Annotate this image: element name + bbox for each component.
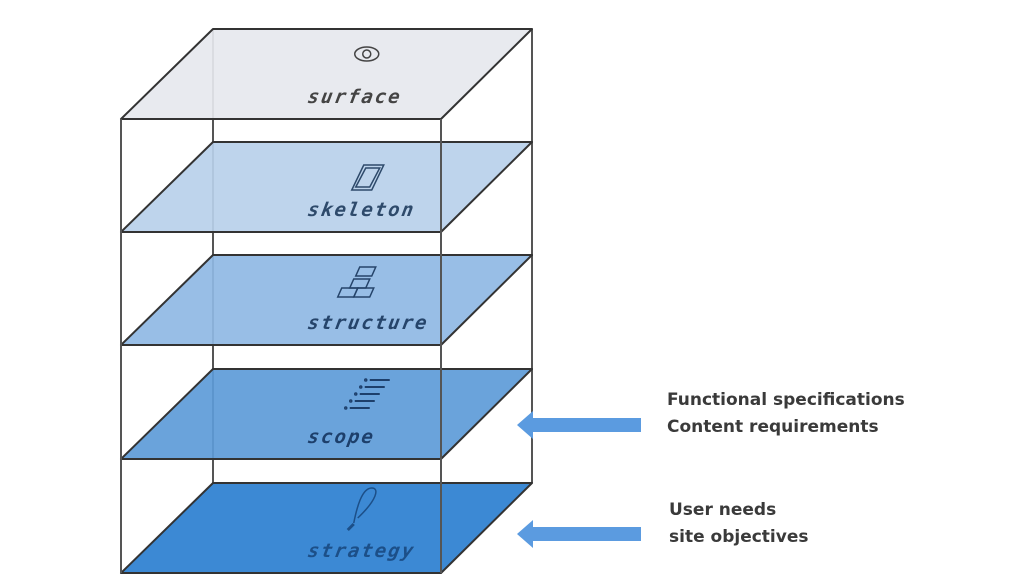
list-bullet xyxy=(359,385,363,389)
list-bullet xyxy=(349,399,353,403)
plane-label-structure: structure xyxy=(306,311,431,334)
plane-label-scope: scope xyxy=(306,425,377,448)
list-bullet xyxy=(364,378,368,382)
block-top xyxy=(354,266,377,277)
page-outline xyxy=(350,164,385,191)
annotation-line: site objectives xyxy=(669,527,809,547)
list-bullet xyxy=(344,406,348,410)
plane-scope: scope xyxy=(120,368,533,460)
arrow-left-icon xyxy=(517,411,641,439)
arrow-strategy xyxy=(517,520,641,548)
annotation-line: Functional specifications xyxy=(667,390,905,410)
bulb-outline xyxy=(353,487,377,524)
plane-label-surface: surface xyxy=(306,85,404,108)
page-icon xyxy=(350,164,385,191)
eye-pupil xyxy=(362,49,372,59)
lightbulb-icon xyxy=(346,487,377,532)
plane-face xyxy=(120,141,533,233)
plane-skeleton: skeleton xyxy=(120,141,533,233)
arrow-left-icon xyxy=(517,520,641,548)
plane-face xyxy=(120,368,533,460)
page-inner xyxy=(354,167,381,188)
arrow-scope xyxy=(517,411,641,439)
eye-outer xyxy=(354,46,380,62)
annotation-line: User needs xyxy=(669,500,777,520)
list-bullet xyxy=(354,392,358,396)
arrows-group xyxy=(517,411,641,548)
box-frame-front xyxy=(120,119,442,573)
planes-group: surface skeleton structure scope strategy xyxy=(120,28,533,574)
plane-surface: surface xyxy=(120,28,533,120)
plane-label-strategy: strategy xyxy=(306,539,417,562)
plane-face xyxy=(120,28,533,120)
annotation-line: Content requirements xyxy=(667,417,879,437)
eye-icon xyxy=(354,46,380,62)
plane-strategy: strategy xyxy=(120,482,533,574)
bulb-base xyxy=(346,522,355,532)
list-icon xyxy=(344,378,390,410)
plane-face xyxy=(120,254,533,346)
plane-structure: structure xyxy=(120,254,533,346)
annotation-scope: Functional specifications Content requir… xyxy=(667,387,905,441)
annotation-strategy: User needs site objectives xyxy=(669,497,809,551)
block-right xyxy=(352,287,375,298)
plane-face xyxy=(120,482,533,574)
blocks-icon xyxy=(336,266,377,298)
plane-label-skeleton: skeleton xyxy=(306,198,417,221)
